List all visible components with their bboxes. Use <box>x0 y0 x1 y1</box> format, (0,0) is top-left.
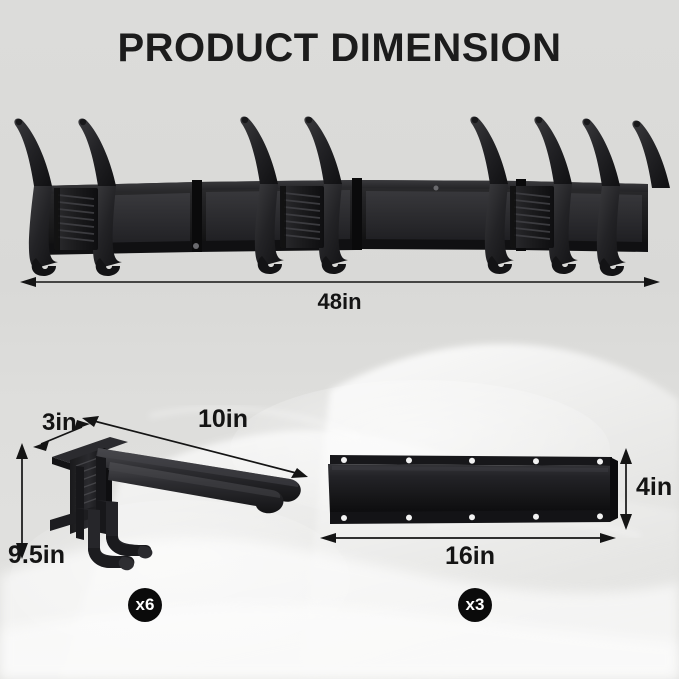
dimension-label-16in: 16in <box>444 542 496 570</box>
quantity-badge-rails: x3 <box>458 588 492 622</box>
dimension-label-3in: 3in <box>42 409 77 436</box>
background-texture <box>0 330 679 679</box>
quantity-badge-hooks: x6 <box>128 588 162 622</box>
dimension-label-4in: 4in <box>636 473 673 501</box>
dimension-label-9.5in: 9.5in <box>8 541 65 569</box>
page-title: PRODUCT DIMENSION <box>117 26 562 70</box>
dimension-label-10in: 10in <box>198 405 249 433</box>
dimension-label-48in: 48in <box>317 289 362 314</box>
